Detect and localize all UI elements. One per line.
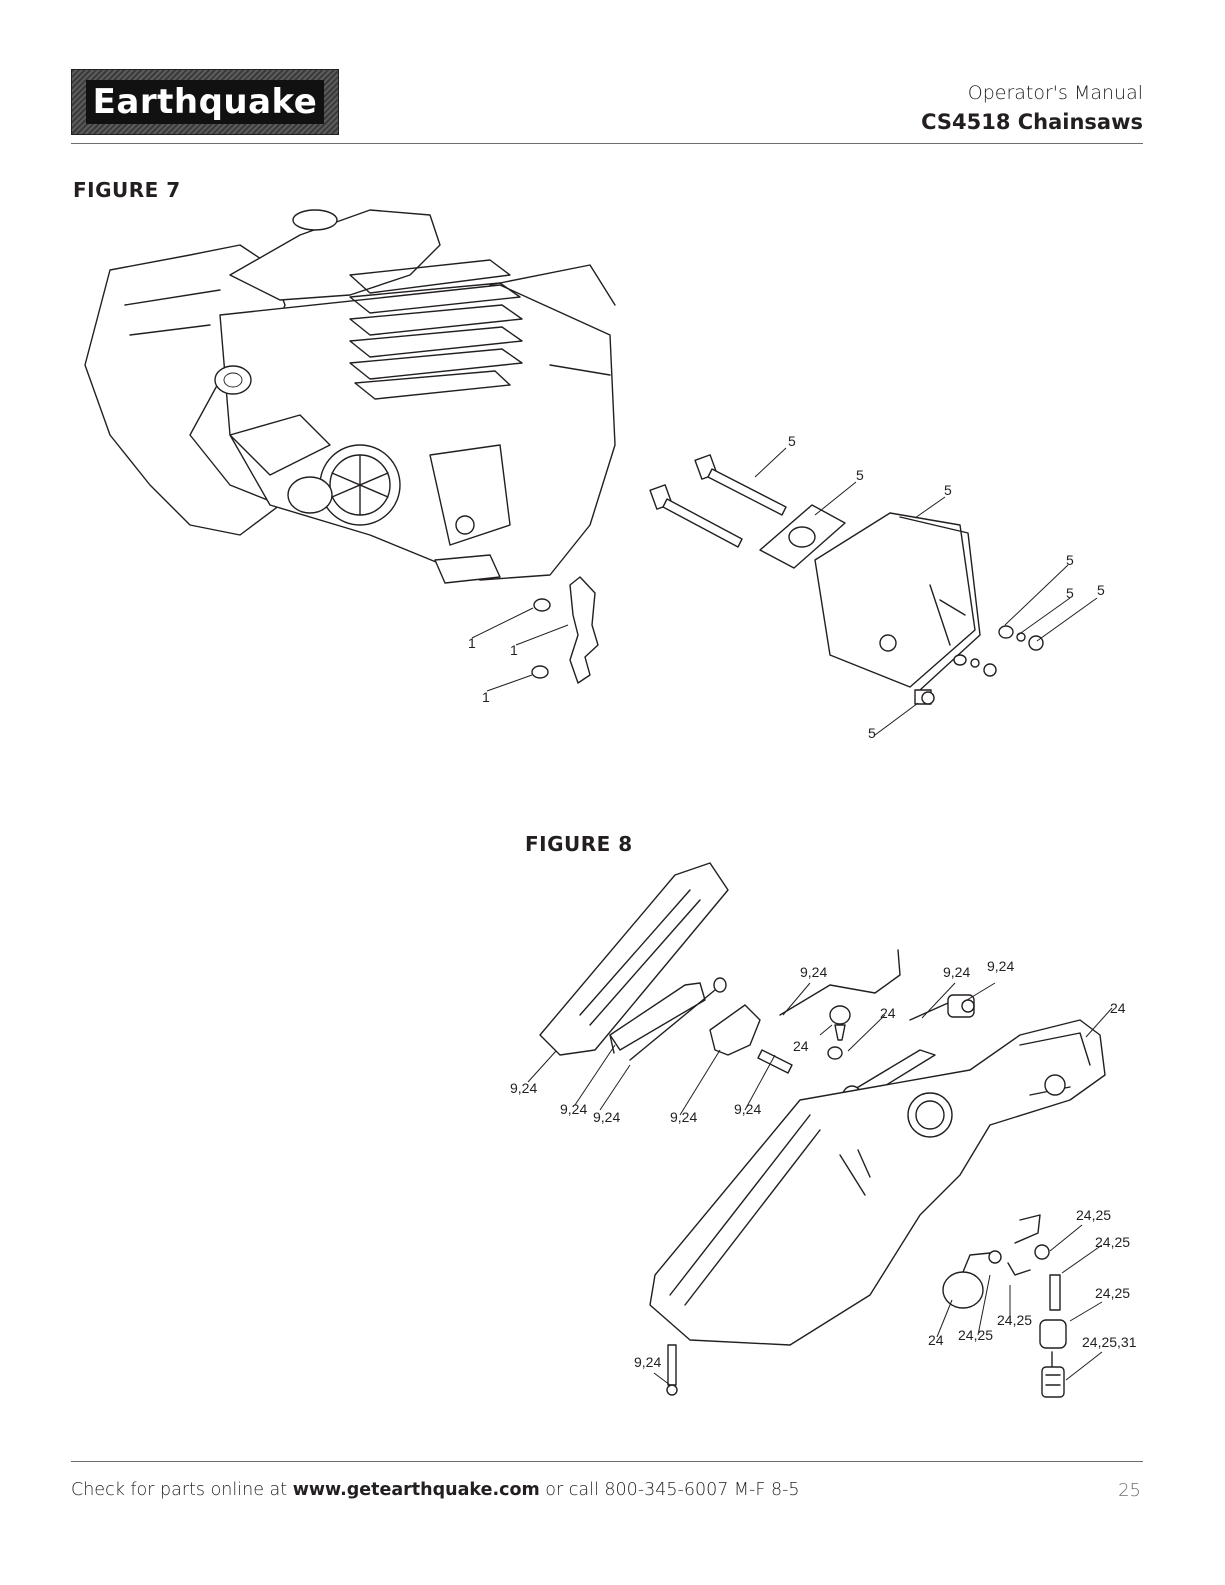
callout-f8-3: 24 <box>880 1005 896 1021</box>
callout-f7-9: 1 <box>482 689 490 705</box>
muffler-bolt-upper <box>695 455 786 515</box>
trigger-lockout <box>710 1005 760 1055</box>
chain-catcher <box>570 577 598 683</box>
callout-f7-7: 1 <box>468 635 476 651</box>
callout-f8-14: 24 <box>928 1332 944 1348</box>
callout-f8-15: 24,25 <box>958 1327 993 1343</box>
muffler-bolt-lower <box>650 485 742 547</box>
callout-f7-5: 5 <box>1097 582 1105 598</box>
callout-f8-8: 9,24 <box>593 1109 620 1125</box>
choke-knob <box>828 1006 850 1059</box>
footer-lead: Check for parts online at <box>71 1480 293 1500</box>
callout-f8-11: 24,25 <box>1076 1207 1111 1223</box>
callout-f8-17: 24,25,31 <box>1082 1334 1137 1350</box>
callout-f7-2: 5 <box>944 482 952 498</box>
catcher-screws <box>532 599 550 678</box>
handle-tank-housing <box>650 1020 1105 1345</box>
callout-f8-7: 9,24 <box>560 1101 587 1117</box>
callout-f8-18: 9,24 <box>634 1354 661 1370</box>
footer-rule <box>71 1461 1143 1462</box>
logo-plate: Earthquake <box>86 80 324 124</box>
callout-f7-0: 5 <box>788 433 796 449</box>
trigger-pin <box>758 1050 792 1073</box>
footer-text: Check for parts online at www.getearthqu… <box>71 1480 800 1500</box>
callout-f7-6: 5 <box>868 725 876 741</box>
fuel-primer-parts <box>943 1215 1066 1397</box>
callout-f8-13: 24,25 <box>1095 1285 1130 1301</box>
callout-f8-2: 9,24 <box>987 958 1014 974</box>
figure-8-exploded-view: 9,24 9,24 9,24 24 24 24 9,24 9,24 9,24 9… <box>490 855 1150 1435</box>
figure-7-title: FIGURE 7 <box>73 178 181 202</box>
callout-f8-12: 24,25 <box>1095 1234 1130 1250</box>
footer-url-link[interactable]: www.getearthquake.com <box>293 1480 540 1500</box>
figure-8-title: FIGURE 8 <box>525 832 633 856</box>
decomp-bushing <box>910 995 974 1020</box>
callout-f8-0: 9,24 <box>800 964 827 980</box>
header-rule <box>71 143 1143 144</box>
manual-title: CS4518 Chainsaws <box>921 108 1143 136</box>
page-number: 25 <box>1118 1480 1141 1501</box>
callout-f7-4: 5 <box>1066 585 1074 601</box>
callout-f7-8: 1 <box>510 642 518 658</box>
housing-bolt <box>667 1345 677 1395</box>
callout-f8-5: 24 <box>1110 1000 1126 1016</box>
callout-f7-3: 5 <box>1066 552 1074 568</box>
logo-text: Earthquake <box>93 82 318 122</box>
figure-7-exploded-view: 5 5 5 5 5 5 5 1 1 1 <box>70 205 1130 765</box>
earthquake-logo: Earthquake <box>71 69 339 135</box>
footer-phone: or call 800-345-6007 M-F 8-5 <box>540 1480 800 1500</box>
callout-f8-6: 9,24 <box>510 1080 537 1096</box>
callout-f8-4: 24 <box>793 1038 809 1054</box>
header-block: Operator's Manual CS4518 Chainsaws <box>921 80 1143 136</box>
callout-f7-1: 5 <box>856 467 864 483</box>
callout-f8-9: 9,24 <box>670 1109 697 1125</box>
callout-f8-10: 9,24 <box>734 1101 761 1117</box>
manual-subtitle: Operator's Manual <box>921 80 1143 106</box>
callout-f8-1: 9,24 <box>943 964 970 980</box>
callout-f8-16: 24,25 <box>997 1312 1032 1328</box>
engine-housing-drawing <box>85 210 615 583</box>
